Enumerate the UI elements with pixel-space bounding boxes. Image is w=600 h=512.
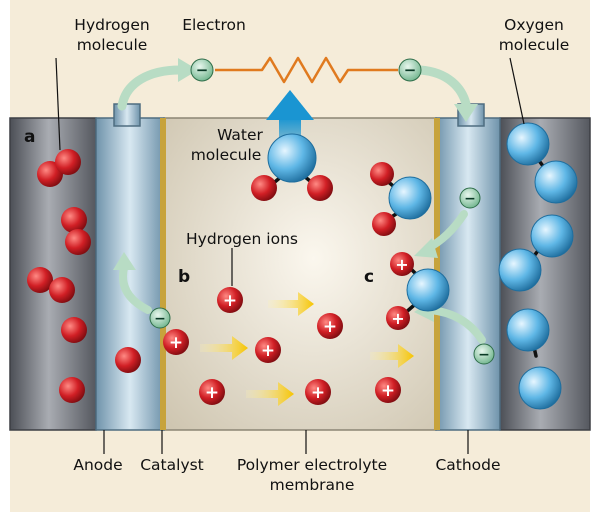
catalyst-electron-arrowhead	[113, 252, 136, 270]
svg-text:+: +	[205, 383, 219, 403]
electron-flow-arrowhead-anode	[178, 58, 198, 82]
panel-tag-c: c	[364, 267, 374, 287]
hydrogen-ion: +	[255, 337, 281, 363]
label-cathode: Cathode	[435, 456, 500, 474]
oxygen-atoms	[267, 122, 578, 410]
electron: −	[190, 58, 214, 82]
label-anode: Anode	[73, 456, 122, 474]
label-membrane-2: membrane	[270, 476, 355, 494]
oxygen-atom	[506, 308, 550, 352]
electron-flow-arrow-cathode	[415, 65, 471, 109]
electron-flow-arrow-anode	[117, 65, 185, 111]
hydrogen-ion: +	[217, 287, 243, 313]
hydrogen-ions: + + + + + + + + +	[163, 252, 414, 405]
svg-text:+: +	[261, 341, 275, 361]
svg-text:−: −	[404, 61, 417, 79]
label-hydrogen-molecule-1: Hydrogen	[74, 16, 149, 34]
hydrogen-atom	[115, 347, 141, 373]
water-hydrogen-atom	[251, 175, 277, 201]
hydrogen-ion: +	[390, 252, 414, 276]
svg-text:−: −	[478, 347, 490, 363]
svg-text:+: +	[391, 309, 404, 328]
oxygen-atom	[534, 160, 578, 204]
label-hydrogen-ions: Hydrogen ions	[186, 230, 298, 248]
svg-text:+: +	[395, 255, 408, 274]
cathode-catalyst-layer	[435, 117, 501, 431]
ion-arrow	[268, 292, 314, 316]
hydrogen-atom	[370, 162, 394, 186]
ion-flow-arrows	[200, 292, 414, 406]
panel-tag-a: a	[24, 127, 35, 147]
cathode-electron-arrowhead-upper	[414, 238, 438, 258]
water-hydrogen-atom	[307, 175, 333, 201]
leader-lines	[55, 57, 525, 454]
hydrogen-atom	[372, 212, 396, 236]
hydrogen-atom	[27, 267, 53, 293]
hydrogen-atom	[55, 149, 81, 175]
hydrogen-atom	[59, 377, 85, 403]
external-circuit-wire	[215, 56, 398, 84]
hydrogen-ion: +	[305, 379, 331, 405]
electron: −	[473, 343, 495, 365]
hydrogen-ion: +	[199, 379, 225, 405]
hydrogen-atoms	[27, 149, 396, 403]
oxygen-atom	[518, 366, 562, 410]
oxygen-atom	[406, 268, 450, 312]
electron: −	[459, 187, 481, 209]
hydrogen-atom	[61, 207, 87, 233]
hydrogen-ion: +	[163, 329, 189, 355]
label-membrane-1: Polymer electrolyte	[237, 456, 387, 474]
label-water-molecule-1: Water	[217, 126, 263, 144]
electron: −	[398, 58, 422, 82]
hydrogen-atom	[61, 317, 87, 343]
svg-text:+: +	[323, 317, 337, 337]
leader-line	[55, 57, 61, 151]
label-oxygen-molecule-1: Oxygen	[504, 16, 564, 34]
electron: −	[149, 307, 171, 329]
panel-tag-b: b	[178, 267, 190, 287]
svg-text:−: −	[464, 191, 476, 207]
svg-text:−: −	[154, 311, 166, 327]
hydrogen-atom	[65, 229, 91, 255]
svg-text:−: −	[196, 61, 209, 79]
ion-arrow	[200, 336, 248, 360]
oxygen-atom	[530, 214, 574, 258]
svg-text:+: +	[311, 383, 325, 403]
anode-catalyst-strip	[160, 118, 166, 430]
oxygen-atom	[388, 176, 432, 220]
anode-catalyst-layer	[95, 117, 165, 431]
leader-line	[509, 57, 525, 125]
electron-flow-arrowhead-cathode	[454, 104, 478, 122]
label-hydrogen-molecule-2: molecule	[77, 36, 148, 54]
hydrogen-atom	[49, 277, 75, 303]
label-electron: Electron	[182, 16, 246, 34]
ion-arrow	[246, 382, 294, 406]
svg-text:+: +	[223, 291, 237, 311]
svg-text:+: +	[169, 333, 183, 353]
catalyst-electron-arrow	[119, 264, 152, 314]
ion-arrow	[370, 344, 414, 368]
oxygen-atom	[498, 248, 542, 292]
hydrogen-ion: +	[375, 377, 401, 403]
label-water-molecule-2: molecule	[191, 146, 262, 164]
electrons: − − − − −	[149, 58, 495, 365]
hydrogen-ion: +	[386, 306, 410, 330]
water-oxygen-atom	[267, 133, 317, 183]
label-oxygen-molecule-2: molecule	[499, 36, 570, 54]
svg-text:+: +	[381, 381, 395, 401]
oxygen-atom	[506, 122, 550, 166]
cathode-electron-arrow-lower	[426, 306, 486, 344]
water-outflow-arrowhead	[266, 90, 314, 120]
label-catalyst: Catalyst	[140, 456, 204, 474]
hydrogen-ion: +	[317, 313, 343, 339]
